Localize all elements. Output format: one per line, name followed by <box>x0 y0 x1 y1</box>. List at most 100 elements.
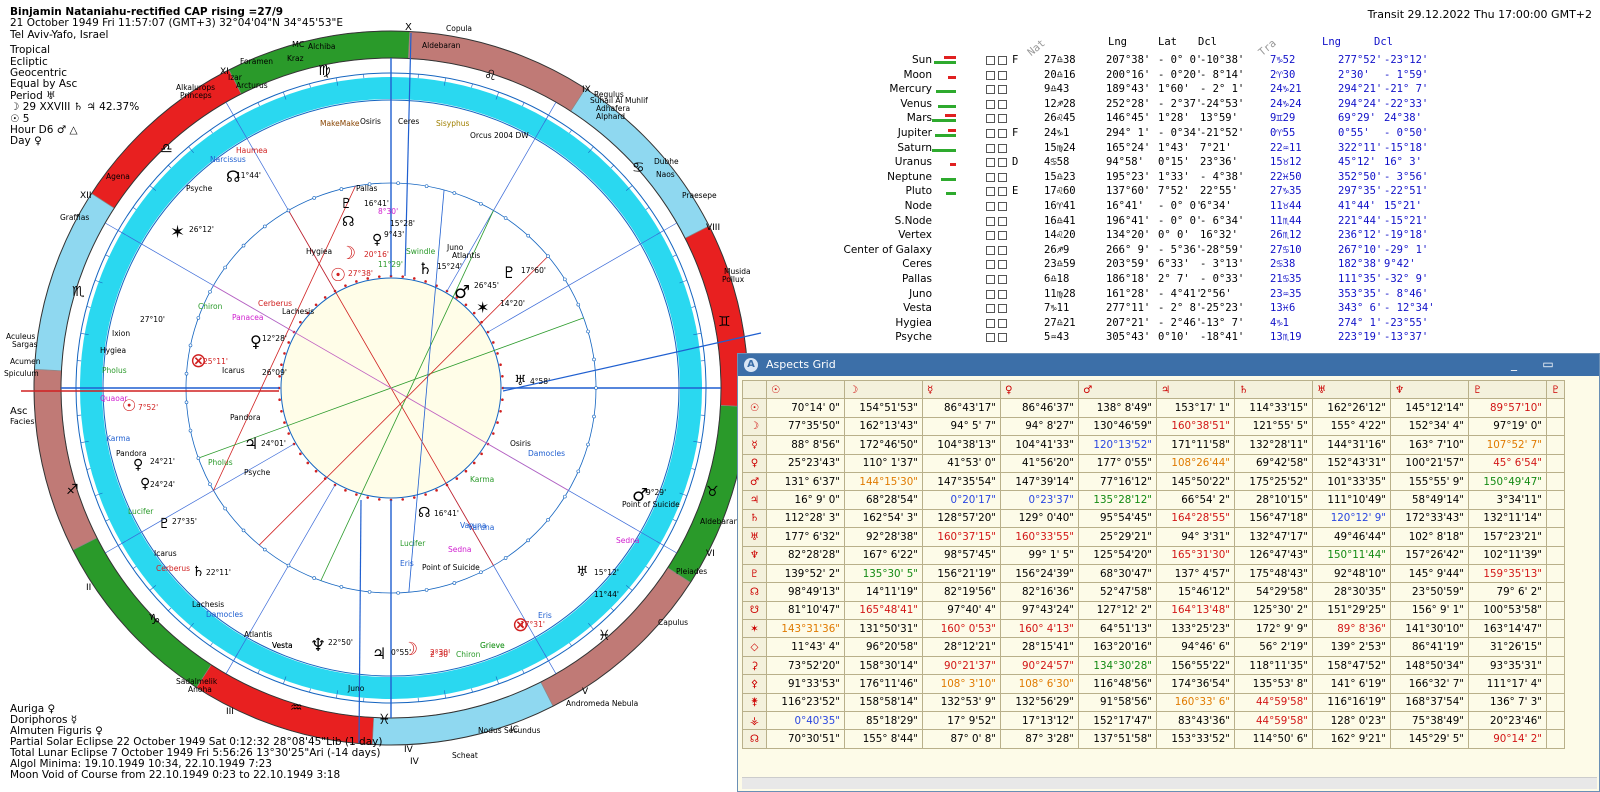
aspect-cell[interactable] <box>1545 527 1566 547</box>
aspect-cell[interactable]: 145° 9'44" <box>1390 563 1469 584</box>
checkbox[interactable] <box>986 333 995 343</box>
aspect-cell[interactable]: 162°13'43" <box>844 416 923 437</box>
aspect-cell[interactable]: 94° 3'31" <box>1156 527 1235 547</box>
checkbox[interactable] <box>998 289 1007 299</box>
aspect-cell[interactable]: 139°52' 2" <box>766 563 845 584</box>
aspect-cell[interactable]: 0°40'35" <box>766 711 845 731</box>
aspect-cell[interactable]: 3°34'11" <box>1468 490 1547 510</box>
aspect-cell[interactable]: 143°31'36" <box>766 619 845 639</box>
aspect-cell[interactable]: 172° 9' 9" <box>1234 619 1313 639</box>
aspect-cell[interactable]: 163° 7'10" <box>1390 435 1469 455</box>
checkbox[interactable] <box>998 318 1007 328</box>
aspect-cell[interactable]: 152°17'47" <box>1078 711 1157 731</box>
aspect-cell[interactable]: 165°48'41" <box>844 600 923 621</box>
aspect-cell[interactable]: 92°28'38" <box>844 527 923 547</box>
aspect-cell[interactable]: 160° 4'13" <box>1000 619 1079 639</box>
aspect-cell[interactable]: 132°56'29" <box>1000 692 1079 713</box>
aspect-cell[interactable]: 98°49'13" <box>766 582 845 602</box>
aspect-cell[interactable]: 150°49'47" <box>1468 471 1547 492</box>
aspect-cell[interactable] <box>1545 637 1566 657</box>
aspect-cell[interactable]: 102° 8'18" <box>1390 527 1469 547</box>
aspect-cell[interactable] <box>1545 453 1566 473</box>
aspect-cell[interactable]: 155° 8'44" <box>844 729 923 749</box>
checkbox[interactable] <box>998 333 1007 343</box>
aspect-cell[interactable]: 128° 0'23" <box>1312 711 1391 731</box>
aspect-cell[interactable]: 52°47'58" <box>1078 582 1157 602</box>
aspect-cell[interactable]: 82°28'28" <box>766 545 845 565</box>
aspect-cell[interactable]: 64°51'13" <box>1078 619 1157 639</box>
checkbox[interactable] <box>998 56 1007 65</box>
aspect-cell[interactable]: 162° 9'21" <box>1312 729 1391 749</box>
aspect-cell[interactable]: 158°47'52" <box>1312 655 1391 676</box>
aspect-cell[interactable]: 25°29'21" <box>1078 527 1157 547</box>
aspect-cell[interactable]: 137° 4'57" <box>1156 563 1235 584</box>
aspect-cell[interactable]: 148°50'34" <box>1390 655 1469 676</box>
aspect-cell[interactable]: 69°42'58" <box>1234 453 1313 473</box>
aspect-cell[interactable] <box>1545 398 1566 418</box>
aspect-cell[interactable]: 157°23'21" <box>1468 527 1547 547</box>
aspect-cell[interactable]: 0°20'17" <box>922 490 1001 510</box>
aspect-cell[interactable]: 86°46'37" <box>1000 398 1079 418</box>
natal-chart-wheel[interactable]: XIXIIIIIIIIVVVIVIIIIXXMCAscFaciesIVICCop… <box>0 0 770 792</box>
aspect-cell[interactable]: 160° 0'53" <box>922 619 1001 639</box>
aspect-cell[interactable]: 128°57'20" <box>922 508 1001 529</box>
aspect-cell[interactable]: 20°23'46" <box>1468 711 1547 731</box>
aspect-cell[interactable]: 94° 8'27" <box>1000 416 1079 437</box>
aspect-cell[interactable]: 175°48'43" <box>1234 563 1313 584</box>
aspect-cell[interactable]: 174°36'54" <box>1156 674 1235 694</box>
aspect-cell[interactable]: 175°25'52" <box>1234 471 1313 492</box>
checkbox[interactable] <box>986 143 995 153</box>
aspect-cell[interactable]: 86°43'17" <box>922 398 1001 418</box>
checkbox[interactable] <box>998 304 1007 314</box>
checkbox[interactable] <box>998 275 1007 284</box>
aspect-cell[interactable]: 156°24'39" <box>1000 563 1079 584</box>
aspect-cell[interactable]: 153°33'52" <box>1156 729 1235 749</box>
aspect-cell[interactable] <box>1545 674 1566 694</box>
aspect-cell[interactable] <box>1545 729 1566 749</box>
aspect-cell[interactable]: 157°26'42" <box>1390 545 1469 565</box>
aspect-cell[interactable]: 171°11'58" <box>1156 435 1235 455</box>
aspect-cell[interactable]: 116°48'56" <box>1078 674 1157 694</box>
aspect-cell[interactable]: 94°46' 6" <box>1156 637 1235 657</box>
aspect-cell[interactable]: 104°38'13" <box>922 435 1001 455</box>
checkbox[interactable] <box>998 99 1007 109</box>
aspect-cell[interactable]: 41°53' 0" <box>922 453 1001 473</box>
aspect-cell[interactable]: 66°54' 2" <box>1156 490 1235 510</box>
aspect-cell[interactable]: 152°34' 4" <box>1390 416 1469 437</box>
checkbox[interactable] <box>986 114 995 124</box>
aspect-cell[interactable]: 14°11'19" <box>844 582 923 602</box>
aspect-cell[interactable]: 162°54' 3" <box>844 508 923 529</box>
aspect-cell[interactable]: 81°10'47" <box>766 600 845 621</box>
aspect-cell[interactable] <box>1545 600 1566 621</box>
aspect-cell[interactable]: 156°47'18" <box>1234 508 1313 529</box>
aspect-cell[interactable]: 0°23'37" <box>1000 490 1079 510</box>
aspect-cell[interactable]: 82°19'56" <box>922 582 1001 602</box>
aspect-cell[interactable]: 31°26'15" <box>1468 637 1547 657</box>
aspect-cell[interactable]: 177° 6'32" <box>766 527 845 547</box>
checkbox[interactable] <box>986 56 995 65</box>
aspect-cell[interactable]: 125°30' 2" <box>1234 600 1313 621</box>
aspect-cell[interactable]: 136° 7' 3" <box>1468 692 1547 713</box>
aspect-cell[interactable]: 87° 3'28" <box>1000 729 1079 749</box>
checkbox[interactable] <box>986 129 995 138</box>
aspect-cell[interactable]: 121°55' 5" <box>1234 416 1313 437</box>
checkbox[interactable] <box>998 260 1007 270</box>
aspect-cell[interactable]: 23°50'59" <box>1390 582 1469 602</box>
aspects-grid-window[interactable]: A Aspects Grid _ ▭ ☉☽☿♀♂♃♄♅♆♇♇☉70°14' 0"… <box>737 353 1600 792</box>
aspect-cell[interactable]: 98°57'45" <box>922 545 1001 565</box>
aspect-cell[interactable]: 99° 1' 5" <box>1000 545 1079 565</box>
aspect-cell[interactable]: 108°26'44" <box>1156 453 1235 473</box>
checkbox[interactable] <box>986 202 995 211</box>
aspects-titlebar[interactable]: A Aspects Grid _ ▭ <box>738 354 1599 376</box>
checkbox[interactable] <box>998 158 1007 168</box>
aspect-cell[interactable]: 83°43'36" <box>1156 711 1235 731</box>
